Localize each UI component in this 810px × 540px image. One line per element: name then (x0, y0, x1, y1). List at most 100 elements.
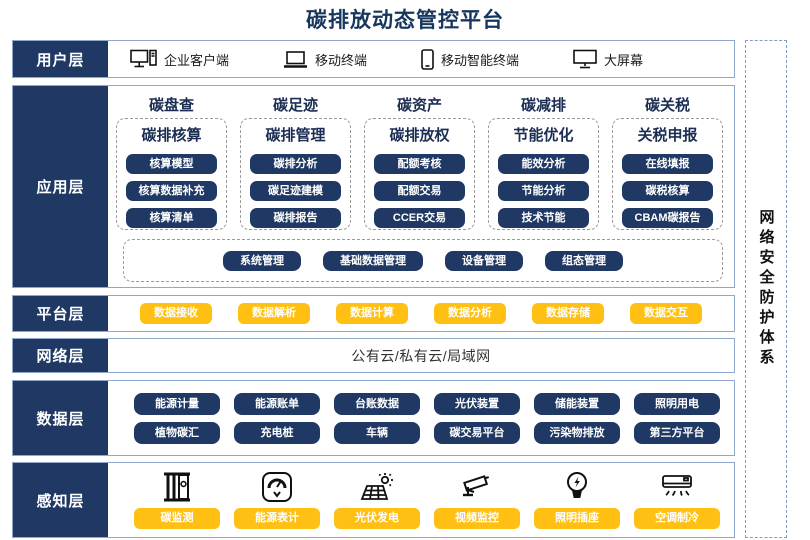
smartphone-icon (421, 48, 434, 70)
security-protection-bar: 网络安全防护体系 (745, 40, 787, 538)
device-label: 大屏幕 (604, 52, 644, 68)
app-column-carbon-footprint: 碳足迹 碳排管理 碳排分析 碳足迹建模 碳排报告 (240, 94, 351, 230)
app-module: 碳税核算 (622, 181, 713, 201)
app-column-header: 碳减排 (520, 97, 566, 114)
app-column-header: 碳资产 (396, 97, 442, 114)
data-source: 车辆 (334, 421, 420, 444)
device-label: 企业客户端 (164, 52, 230, 68)
data-source: 充电桩 (234, 421, 320, 444)
app-module: 核算模型 (126, 154, 217, 174)
app-common-module: 系统管理 (223, 250, 301, 271)
app-column-carbon-reduction: 碳减排 节能优化 能效分析 节能分析 技术节能 (488, 94, 599, 230)
layer-label-user: 用户层 (13, 41, 108, 77)
app-module: 节能分析 (498, 181, 589, 201)
app-column-box: 碳排核算 核算模型 核算数据补充 核算清单 (116, 118, 227, 230)
layer-label-network: 网络层 (13, 339, 108, 372)
platform-module: 数据存储 (532, 303, 604, 324)
device-big-screen: 大屏幕 (573, 49, 643, 69)
platform-module: 数据交互 (630, 303, 702, 324)
app-module: 核算数据补充 (126, 181, 217, 201)
application-layer-content: 碳盘查 碳排核算 核算模型 核算数据补充 核算清单 碳足迹 碳排管理 碳排分析 … (108, 86, 745, 287)
app-column-box: 碳排管理 碳排分析 碳足迹建模 碳排报告 (240, 118, 351, 230)
app-box-title: 关税申报 (637, 127, 698, 144)
app-column-header: 碳关税 (644, 97, 690, 114)
data-source: 能源计量 (134, 392, 220, 415)
carbon-monitor-icon (162, 468, 192, 506)
sensor-air-conditioning: 空调制冷 (634, 468, 720, 537)
layer-label-application: 应用层 (13, 86, 108, 287)
app-module: CBAM碳报告 (622, 208, 713, 228)
platform-module: 数据接收 (140, 303, 212, 324)
sensor-energy-meter: 能源表计 (234, 468, 320, 537)
layer-row-data: 数据层 能源计量 能源账单 台账数据 光伏装置 储能装置 照明用电 植物碳汇 充… (12, 380, 735, 456)
sensor-lighting-socket: 照明插座 (534, 468, 620, 537)
device-enterprise-client: 企业客户端 (130, 49, 229, 69)
layer-row-sensing: 感知层 碳监测 (12, 462, 735, 538)
sensor-label: 照明插座 (534, 508, 620, 529)
sensor-label: 碳监测 (134, 508, 220, 529)
app-column-box: 碳排放权 配额考核 配额交易 CCER交易 (364, 118, 475, 230)
app-module: 碳足迹建模 (250, 181, 341, 201)
data-source-row: 植物碳汇 充电桩 车辆 碳交易平台 污染物排放 第三方平台 (134, 421, 720, 444)
app-box-title: 节能优化 (513, 127, 574, 144)
data-source: 植物碳汇 (134, 421, 220, 444)
solar-panel-icon (360, 468, 394, 506)
app-column-header: 碳足迹 (272, 97, 318, 114)
desktop-computer-icon (130, 49, 157, 69)
layer-label-data: 数据层 (13, 381, 108, 455)
energy-meter-icon (261, 468, 293, 506)
data-layer-content: 能源计量 能源账单 台账数据 光伏装置 储能装置 照明用电 植物碳汇 充电桩 车… (108, 381, 734, 455)
app-module: 核算清单 (126, 208, 217, 228)
app-common-module: 设备管理 (445, 250, 523, 271)
app-column-header: 碳盘查 (148, 97, 194, 114)
app-module: 碳排分析 (250, 154, 341, 174)
sensor-label: 光伏发电 (334, 508, 420, 529)
device-mobile-terminal: 移动终端 (283, 50, 367, 69)
light-bulb-icon (564, 468, 590, 506)
data-source-row: 能源计量 能源账单 台账数据 光伏装置 储能装置 照明用电 (134, 392, 720, 415)
layer-row-network: 网络层 公有云/私有云/局域网 (12, 338, 735, 373)
app-box-title: 碳排放权 (389, 127, 450, 144)
app-module: 在线填报 (622, 154, 713, 174)
cctv-camera-icon (460, 468, 494, 506)
platform-module: 数据解析 (238, 303, 310, 324)
air-conditioner-icon (660, 468, 694, 506)
sensor-label: 能源表计 (234, 508, 320, 529)
app-common-modules-box: 系统管理 基础数据管理 设备管理 组态管理 (123, 239, 723, 282)
network-cloud-text: 公有云/私有云/局域网 (351, 347, 491, 364)
data-source: 照明用电 (634, 392, 720, 415)
app-column-carbon-asset: 碳资产 碳排放权 配额考核 配额交易 CCER交易 (364, 94, 475, 230)
app-module: 技术节能 (498, 208, 589, 228)
app-column-carbon-inventory: 碳盘查 碳排核算 核算模型 核算数据补充 核算清单 (116, 94, 227, 230)
layer-label-sensing: 感知层 (13, 463, 108, 537)
app-module: 能效分析 (498, 154, 589, 174)
data-source: 光伏装置 (434, 392, 520, 415)
sensor-label: 视频监控 (434, 508, 520, 529)
app-module: 碳排报告 (250, 208, 341, 228)
laptop-icon (283, 50, 308, 69)
network-layer-content: 公有云/私有云/局域网 (108, 339, 734, 372)
security-bar-label: 网络安全防护体系 (757, 209, 775, 369)
data-source: 碳交易平台 (434, 421, 520, 444)
app-column-box: 节能优化 能效分析 节能分析 技术节能 (488, 118, 599, 230)
app-box-title: 碳排管理 (265, 127, 326, 144)
layer-row-user: 用户层 企业客户端 移动终端 (12, 40, 735, 78)
app-box-title: 碳排核算 (141, 127, 202, 144)
data-source: 第三方平台 (634, 421, 720, 444)
app-common-module: 组态管理 (545, 250, 623, 271)
data-source: 污染物排放 (534, 421, 620, 444)
layer-row-platform: 平台层 数据接收 数据解析 数据计算 数据分析 数据存储 数据交互 (12, 295, 735, 332)
data-source: 储能装置 (534, 392, 620, 415)
app-module: 配额交易 (374, 181, 465, 201)
data-source: 台账数据 (334, 392, 420, 415)
app-module: 配额考核 (374, 154, 465, 174)
user-layer-content: 企业客户端 移动终端 移动智能终端 (108, 41, 734, 77)
layer-row-application: 应用层 碳盘查 碳排核算 核算模型 核算数据补充 核算清单 碳足迹 碳排管理 (12, 85, 735, 288)
app-column-carbon-tariff: 碳关税 关税申报 在线填报 碳税核算 CBAM碳报告 (612, 94, 723, 230)
sensor-label: 空调制冷 (634, 508, 720, 529)
layer-label-platform: 平台层 (13, 296, 108, 331)
platform-layer-content: 数据接收 数据解析 数据计算 数据分析 数据存储 数据交互 (108, 296, 734, 331)
sensor-video-surveillance: 视频监控 (434, 468, 520, 537)
device-smart-mobile-terminal: 移动智能终端 (421, 48, 519, 70)
